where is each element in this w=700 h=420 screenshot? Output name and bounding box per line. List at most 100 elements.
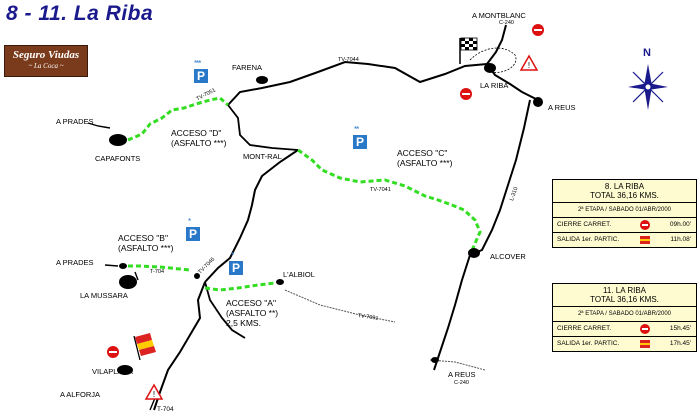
place-albiol: L'ALBIOL [283,270,315,279]
alcover-village [468,248,480,258]
place-mont-ral: MONT-RAL [243,152,282,161]
panel-11-closure-row: CIERRE CARRET. 15h.45' [553,322,696,337]
prades-marker [119,263,127,269]
compass-icon [628,64,668,110]
access-b-label: ACCESO "B" (ASFALTO ***) [118,233,173,253]
parking-c-icon: P [353,135,367,149]
road-alcover [469,99,531,256]
road-t704-west [149,397,156,411]
panel-8-start-row: SALIDA 1er. PARTIC. 11h.08' [553,233,696,247]
access-c-stars: ** [354,125,359,134]
place-la-riba: LA RIBA [480,81,509,90]
panel-8-title: 8. LA RIBA [604,182,645,191]
road-west-descent [153,281,206,411]
page-title: 8 - 11. La Riba [6,2,154,25]
place-farena: FARENA [232,63,263,72]
road-albiol-south [204,281,246,339]
road-d-connector [227,104,299,151]
compass-north-label: N [643,47,651,59]
start-flag-icon [133,333,156,361]
panel-11-total: TOTAL 36,16 KMS. [553,295,696,307]
service-loop [469,47,517,73]
access-d-name: ACCESO "D" [171,128,222,138]
finish-flag-icon [459,37,478,64]
panel-11-start-label: SALIDA 1er. PARTIC. [557,340,620,347]
access-c-detail: (ASFALTO ***) [397,158,453,168]
no-entry-icon [107,346,119,358]
road-prades-mid [104,264,119,267]
road-tv7041: TV-7041 [370,187,391,193]
la-mussara-village [119,275,137,289]
minor-road-reus [429,359,486,371]
svg-text:!: ! [528,61,530,70]
road-t704: T-704 [150,269,165,275]
vilaplana-village [117,365,133,375]
panel-8-start-time: 11h.08' [670,236,691,243]
place-la-mussara: LA MUSSARA [80,291,128,300]
access-a-label: ACCESO "A" (ASFALTO **) 2,5 KMS. [226,298,278,328]
parking-a-icon: P [229,261,243,275]
place-montblanc: A MONTBLANC [472,11,526,20]
place-aalforja: A ALFORJA [60,390,101,399]
logo-main-text: Seguro Viudas [12,49,80,61]
place-reus-bottom: A REUS [448,370,476,379]
road-montblanc [486,24,507,65]
parking-b-icon: P [186,227,200,241]
panel-8-start-label: SALIDA 1er. PARTIC. [557,236,620,243]
road-c240-top: C-240 [499,20,514,26]
road-reus-south [433,254,471,371]
panel-8-closure-time: 09h.00' [669,221,691,228]
minor-road-tv7091 [284,289,396,323]
access-d-stars: *** [194,59,201,68]
access-c-name: ACCESO "C" [397,148,448,158]
panel-8-closure-label: CIERRE CARRET. [557,221,612,228]
reus-bottom-marker [431,357,439,363]
no-entry-icon [532,24,544,36]
road-mussara-stub [134,271,139,281]
warning-icon: ! [144,383,164,400]
road-top-loop [227,60,488,106]
panel-11-start-time: 17h.45' [669,340,691,347]
warning-icon: ! [519,54,539,71]
access-b-name: ACCESO "B" [118,233,168,243]
access-a-detail: (ASFALTO **) [226,308,279,318]
panel-11-closure-time: 15h.45' [669,325,691,332]
panel-8-stage: 2ª ETAPA / SABADO 01/ABR/2000 [553,203,696,218]
place-aprades-mid: A PRADES [56,258,94,267]
access-b-stars: * [188,217,191,226]
road-capafonts [87,122,111,129]
stage-route [120,96,482,292]
albiol-village [276,279,284,285]
place-reus-top: A REUS [548,103,576,112]
access-a-stars: * [231,251,234,260]
stage-panel-8: 8. LA RIBA TOTAL 36,16 KMS. 2ª ETAPA / S… [552,179,697,248]
place-capafonts: CAPAFONTS [95,154,141,163]
access-c-label: ACCESO "C" (ASFALTO ***) [397,148,452,168]
place-vilaplana: VILAPLANA [92,367,133,376]
road-c240-bottom: C-240 [454,380,469,386]
start-flag-icon [640,340,650,348]
capafonts-village [109,134,127,146]
road-tv7044: TV-7044 [338,57,359,63]
access-b-detail: (ASFALTO ***) [118,243,174,253]
access-a-name: ACCESO "A" [226,298,276,308]
panel-8-total: TOTAL 36,16 KMS. [553,191,696,203]
parking-d-icon: P [194,69,208,83]
access-a-distance: 2,5 KMS. [226,318,261,328]
place-alcover: ALCOVER [490,252,526,261]
farena-village [256,76,268,84]
la-riba-village [484,63,496,73]
road-mont-ral-to-albiol [204,149,299,283]
place-aprades-top: A PRADES [56,117,94,126]
panel-11-closure-label: CIERRE CARRET. [557,325,612,332]
no-entry-icon [640,324,650,334]
start-flag-icon [640,236,650,244]
no-entry-icon [640,220,650,230]
access-d-detail: (ASFALTO ***) [171,138,227,148]
sponsor-logo: Seguro Viudas ~ La Coca ~ [4,45,88,77]
access-d-label: ACCESO "D" (ASFALTO ***) [171,128,226,148]
panel-8-closure-row: CIERRE CARRET. 09h.00' [553,218,696,233]
stage-panel-11: 11. LA RIBA TOTAL 36,16 KMS. 2ª ETAPA / … [552,283,697,352]
panel-11-start-row: SALIDA 1er. PARTIC. 17h.45' [553,337,696,351]
